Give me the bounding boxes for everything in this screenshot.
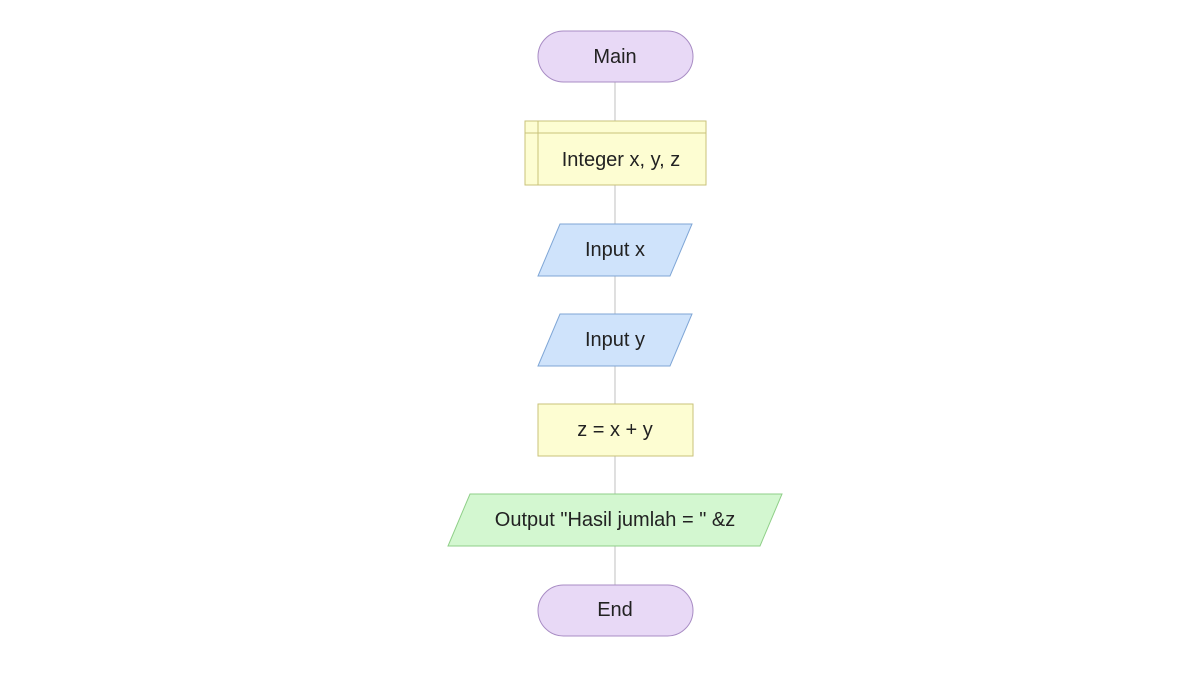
node-label-end: End [597,599,633,621]
terminal-shape [537,30,694,83]
node-input-y[interactable]: Input y [537,313,693,367]
node-label-input-x: Input x [585,239,645,261]
node-end[interactable]: End [537,584,694,637]
output-shape [447,493,783,547]
input-shape [537,223,693,277]
node-label-assign: z = x + y [577,419,653,441]
node-assign[interactable]: z = x + y [537,403,694,457]
input-shape [537,313,693,367]
node-label-output: Output "Hasil jumlah = " &z [495,509,735,531]
node-label-main: Main [593,46,636,68]
node-main[interactable]: Main [537,30,694,83]
node-label-input-y: Input y [585,329,645,351]
node-input-x[interactable]: Input x [537,223,693,277]
terminal-shape [537,584,694,637]
declare-shape [524,120,707,186]
assign-shape [537,403,694,457]
node-declare[interactable]: Integer x, y, z [524,120,707,186]
node-label-declare: Integer x, y, z [562,149,681,171]
node-output[interactable]: Output "Hasil jumlah = " &z [447,493,783,547]
